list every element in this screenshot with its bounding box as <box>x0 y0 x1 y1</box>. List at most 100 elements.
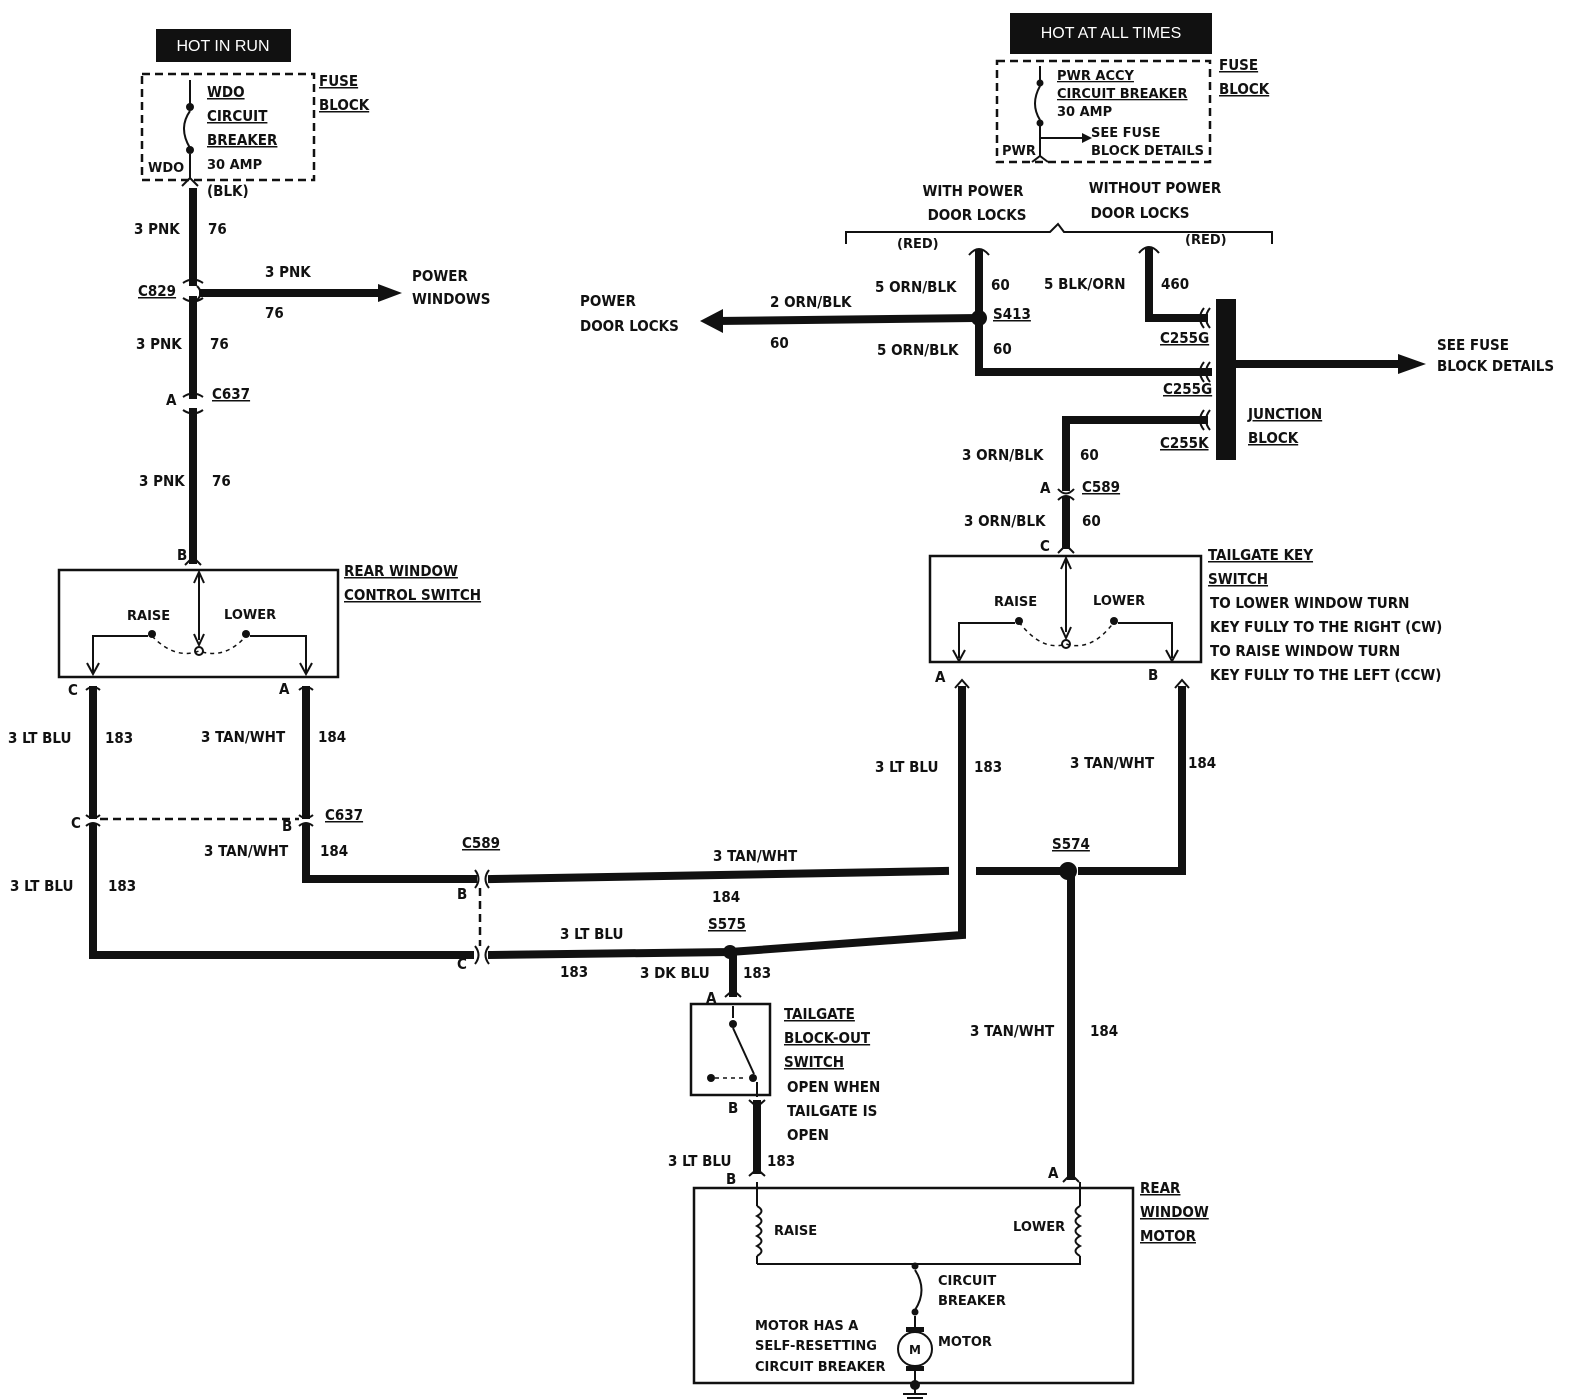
c255k-connector: C255K <box>1160 434 1209 452</box>
orn-blk-ts-label: 3 ORN/BLK <box>964 512 1046 530</box>
power-door-locks-label-2: DOOR LOCKS <box>580 317 679 335</box>
red-left-label: (RED) <box>897 237 939 252</box>
tanwht-motor-label: 3 TAN/WHT <box>970 1022 1055 1040</box>
tanwht-right-label: 3 TAN/WHT <box>1070 754 1155 772</box>
rws-title-1: REAR WINDOW <box>344 562 458 580</box>
dkblu-circuit: 183 <box>743 964 771 982</box>
c589-pin-c: C <box>457 955 467 973</box>
c589-pin-b: B <box>457 885 467 903</box>
motor-cb-label-2: BREAKER <box>938 1294 1006 1309</box>
tbo-title-3: SWITCH <box>784 1053 844 1071</box>
fuse-block-left-title-2: BLOCK <box>319 96 370 114</box>
rws-pin-c: C <box>68 681 78 699</box>
c637-pin-c: C <box>71 814 81 832</box>
motor-note-3: CIRCUIT BREAKER <box>755 1360 886 1375</box>
tanwht-right-circuit: 184 <box>1188 754 1216 772</box>
blk-orn-circuit: 460 <box>1161 275 1189 293</box>
ltblu-left-circuit-1: 183 <box>105 729 133 747</box>
motor-m-symbol: M <box>909 1343 921 1357</box>
c589-right-connector: C589 <box>1082 478 1120 496</box>
tbo-note-1: OPEN WHEN <box>787 1078 880 1096</box>
hot-at-all-times-label: HOT AT ALL TIMES <box>1041 25 1182 42</box>
motor-cb-label-1: CIRCUIT <box>938 1274 996 1289</box>
c637-pin-b: B <box>282 817 292 835</box>
wdo-breaker-label-1: WDO <box>207 83 245 101</box>
left-lower-circuits <box>85 686 490 965</box>
power-door-lock-circuits <box>700 246 1426 554</box>
motor-title-2: WINDOW <box>1140 1203 1209 1221</box>
fuse-block-left: WDO CIRCUIT BREAKER 30 AMP WDO (BLK) FUS… <box>140 72 370 200</box>
tks-pin-c: C <box>1040 537 1050 555</box>
ltblu-left-label-2: 3 LT BLU <box>10 877 73 895</box>
tks-note-4: KEY FULLY TO THE LEFT (CCW) <box>1210 666 1441 684</box>
tanwht-left-circuit-2: 184 <box>320 842 348 860</box>
orn-blk-ts-circuit: 60 <box>1082 512 1101 530</box>
tanwht-left-circuit-1: 184 <box>318 728 346 746</box>
c255g-connector-1: C255G <box>1160 329 1209 347</box>
ltblu-right-circuit: 183 <box>974 758 1002 776</box>
ltblu-mid-label: 3 LT BLU <box>560 925 623 943</box>
orn-blk-low-label: 5 ORN/BLK <box>877 341 959 359</box>
orn-blk-up-label: 5 ORN/BLK <box>875 278 957 296</box>
s574-splice: S574 <box>1052 835 1090 853</box>
pnk-label-1: 3 PNK <box>134 220 180 238</box>
fuse-block-right-title-1: FUSE <box>1219 56 1258 74</box>
motor-pin-a: A <box>1048 1164 1059 1182</box>
pnk-circuit-2: 76 <box>210 335 229 353</box>
without-power-label-2: DOOR LOCKS <box>1091 204 1190 222</box>
ltblu-mid-circuit: 183 <box>560 963 588 981</box>
motor-note-1: MOTOR HAS A <box>755 1319 858 1334</box>
tks-pin-a: A <box>935 668 946 686</box>
ltblu-motor-label: 3 LT BLU <box>668 1152 731 1170</box>
pnk-label-3: 3 PNK <box>139 472 185 490</box>
power-windows-label-1: POWER <box>412 267 468 285</box>
pwr-accy-breaker-label: CIRCUIT BREAKER <box>1057 87 1188 102</box>
without-power-label-1: WITHOUT POWER <box>1089 179 1222 197</box>
tks-raise-label: RAISE <box>994 595 1037 610</box>
c637-pin-a: A <box>166 391 177 409</box>
tks-title-1: TAILGATE KEY <box>1208 546 1313 564</box>
junction-block-label-2: BLOCK <box>1248 429 1299 447</box>
s413-splice: S413 <box>993 305 1031 323</box>
rear-window-motor: M RAISE LOWER CIRCUIT BREAKER MOTOR MOTO… <box>692 1179 1209 1399</box>
tks-note-3: TO RAISE WINDOW TURN <box>1210 642 1400 660</box>
tbo-note-2: TAILGATE IS <box>787 1102 877 1120</box>
orn-blk-jb-circuit: 60 <box>1080 446 1099 464</box>
tbo-title-2: BLOCK-OUT <box>784 1029 871 1047</box>
pnk-circuit-1: 76 <box>208 220 227 238</box>
motor-raise-label: RAISE <box>774 1224 817 1239</box>
pnk-feed-circuit <box>182 188 402 566</box>
tanwht-mid-circuit: 184 <box>712 888 740 906</box>
orn-blk-low-circuit: 60 <box>993 340 1012 358</box>
wdo-breaker-label-2: CIRCUIT <box>207 107 268 125</box>
hot-at-all-times-header: HOT AT ALL TIMES <box>1010 13 1212 54</box>
middle-circuits <box>487 678 1190 1183</box>
c637-top-connector: C637 <box>212 385 250 403</box>
tailgate-blockout-switch: TAILGATE BLOCK-OUT SWITCH OPEN WHEN TAIL… <box>689 1002 880 1144</box>
tks-note-2: KEY FULLY TO THE RIGHT (CW) <box>1210 618 1442 636</box>
see-fuse-label-1: SEE FUSE <box>1437 336 1509 354</box>
motor-label: MOTOR <box>938 1335 992 1350</box>
see-fuse-label-2: BLOCK DETAILS <box>1437 357 1554 375</box>
blk-orn-label: 5 BLK/ORN <box>1044 275 1126 293</box>
s575-splice: S575 <box>708 915 746 933</box>
pwr-terminal-label: PWR <box>1002 144 1036 159</box>
ltblu-left-label-1: 3 LT BLU <box>8 729 71 747</box>
fuse-block-right-title-2: BLOCK <box>1219 80 1270 98</box>
junction-block-label-1: JUNCTION <box>1247 405 1322 423</box>
red-right-label: (RED) <box>1185 233 1227 248</box>
with-power-label-2: DOOR LOCKS <box>928 206 1027 224</box>
wdo-output-label: (BLK) <box>207 182 249 200</box>
wdo-terminal-label: WDO <box>148 161 184 176</box>
motor-title-3: MOTOR <box>1140 1227 1197 1245</box>
orn-blk-jb-label: 3 ORN/BLK <box>962 446 1044 464</box>
rws-title-2: CONTROL SWITCH <box>344 586 481 604</box>
rws-pin-b: B <box>177 546 187 564</box>
ltblu-right-label: 3 LT BLU <box>875 758 938 776</box>
pwr-accy-label: PWR ACCY <box>1057 69 1135 84</box>
tks-note-1: TO LOWER WINDOW TURN <box>1210 594 1409 612</box>
option-bracket: WITH POWER DOOR LOCKS WITHOUT POWER DOOR… <box>845 179 1273 252</box>
motor-pin-b: B <box>726 1170 736 1188</box>
pwr-accy-rating: 30 AMP <box>1057 105 1112 120</box>
fuse-block-see-2: BLOCK DETAILS <box>1091 144 1204 159</box>
